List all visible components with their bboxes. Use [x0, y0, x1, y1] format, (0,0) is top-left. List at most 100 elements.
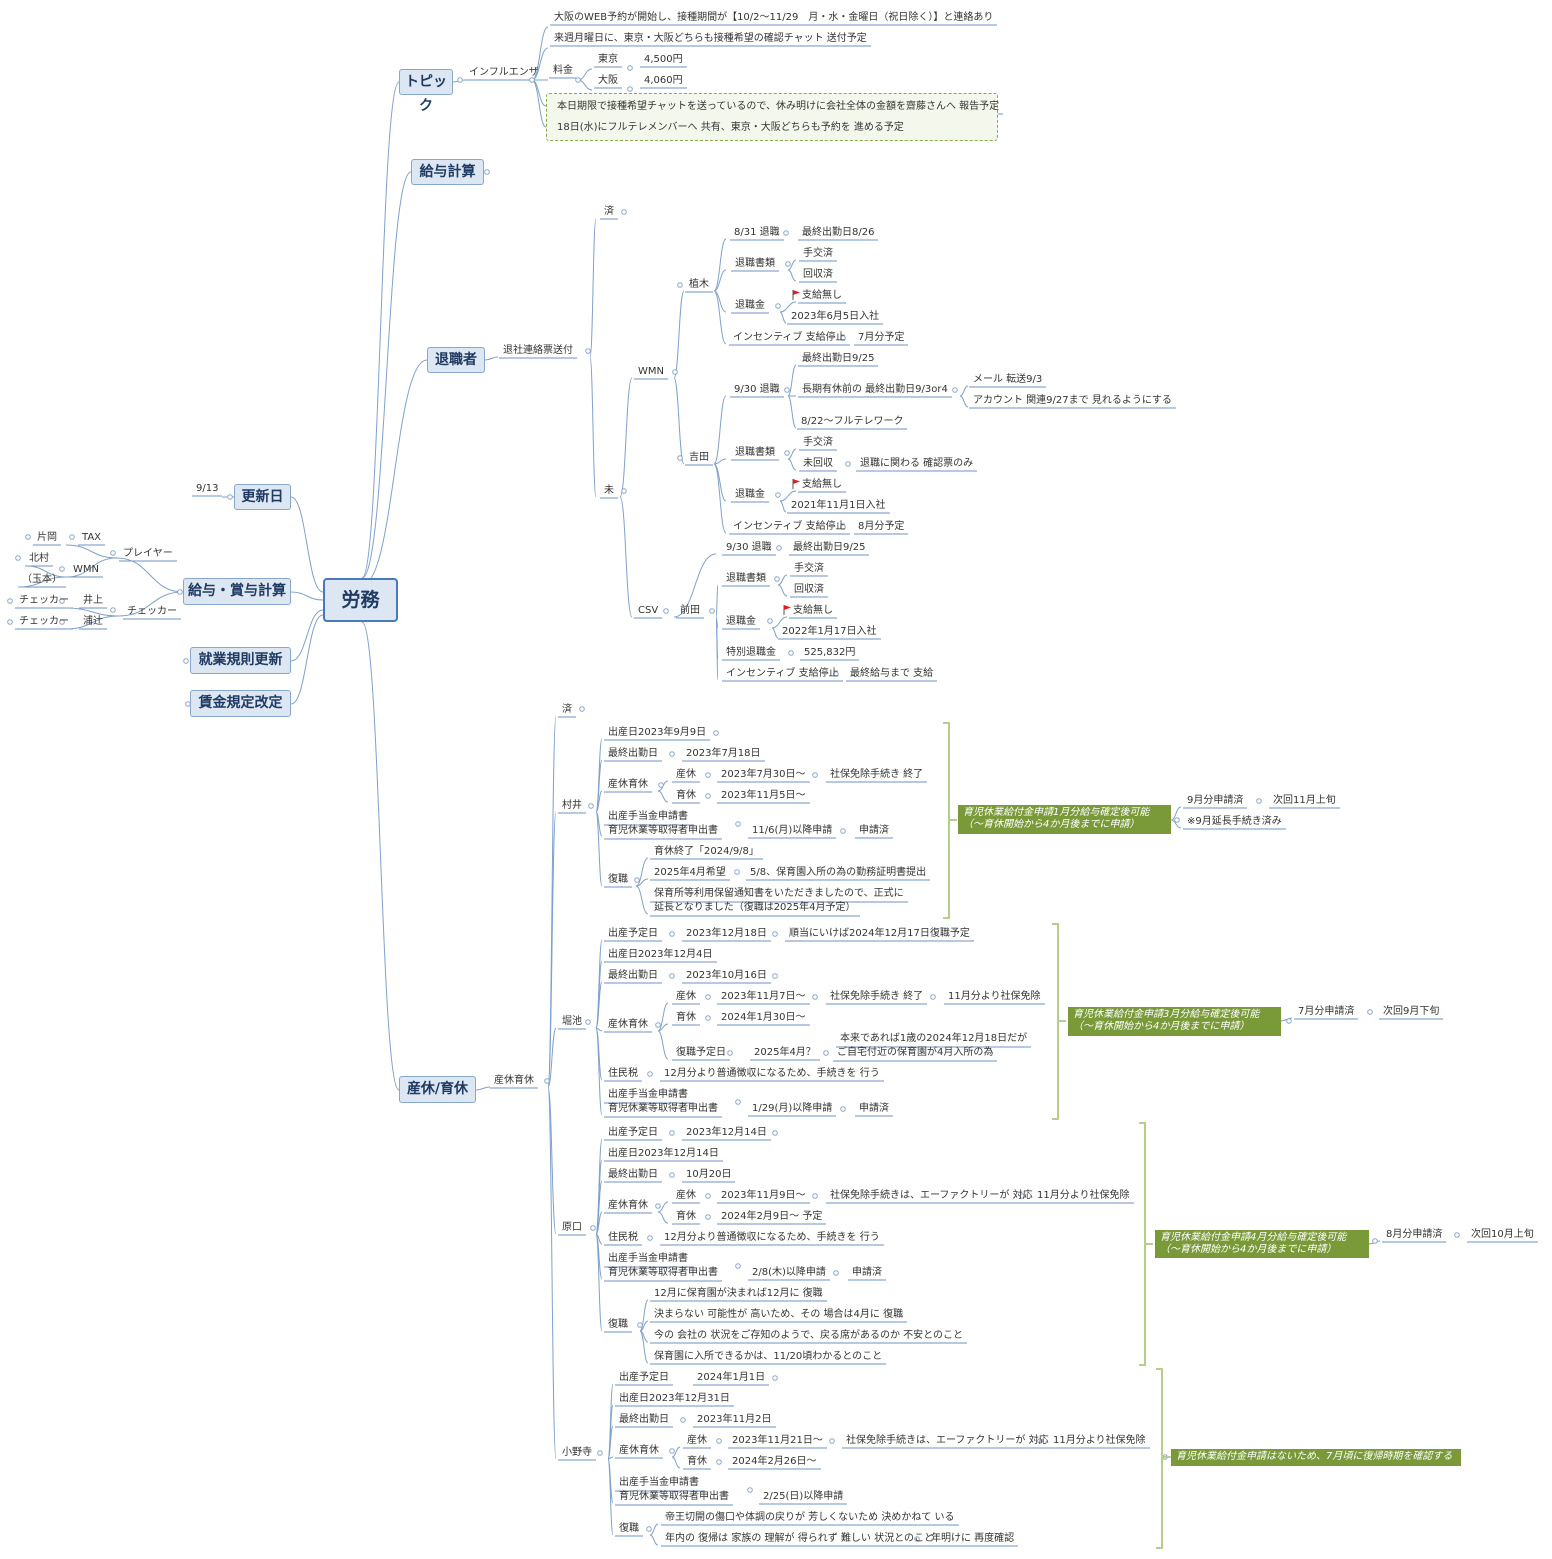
person-maeda[interactable]: 前田: [680, 605, 700, 616]
sankyu-node[interactable]: 産休/育休: [399, 1076, 476, 1103]
tokyo-price-label[interactable]: 4,500円: [644, 54, 683, 65]
murai-c-c[interactable]: ※9月延長手続き済み: [1187, 816, 1282, 827]
central-topic[interactable]: 労務: [323, 578, 398, 622]
collapse-toggle-icon[interactable]: [634, 877, 640, 883]
collapse-toggle-icon[interactable]: [705, 793, 711, 799]
collapse-toggle-icon[interactable]: [544, 1078, 550, 1084]
haraguchi-f3[interactable]: 今の 会社の 状況をご存知のようで、戻る席があるのか 不安とのこと: [654, 1330, 964, 1341]
collapse-toggle-icon[interactable]: [840, 524, 846, 530]
collapse-toggle-icon[interactable]: [627, 86, 633, 92]
collapse-toggle-icon[interactable]: [669, 1130, 675, 1136]
murai-f3b[interactable]: 延長となりました（復職は2025年4月予定）: [654, 902, 856, 913]
onodera-san-11[interactable]: 11月分より社保免除: [1053, 1435, 1146, 1446]
horiike-yotei-value[interactable]: 2023年12月18日: [686, 928, 767, 939]
horiike-san-11[interactable]: 11月分より社保免除: [948, 991, 1041, 1002]
tamamoto-label[interactable]: （玉本）: [22, 574, 62, 585]
haraguchi-jumin-value[interactable]: 12月分より普通徴収になるため、手続きを 行う: [664, 1232, 880, 1243]
checker-2-label[interactable]: チェッカー: [19, 616, 69, 627]
haraguchi-san-11[interactable]: 11月分より社保免除: [1037, 1190, 1130, 1201]
collapse-toggle-icon[interactable]: [716, 1459, 722, 1465]
topic-node[interactable]: トピック: [399, 69, 453, 114]
collapse-toggle-icon[interactable]: [658, 782, 664, 788]
murai-saishu-value[interactable]: 2023年7月18日: [686, 748, 761, 759]
horiike-shussan[interactable]: 出産日2023年12月4日: [608, 949, 713, 960]
collapse-toggle-icon[interactable]: [784, 450, 790, 456]
haraguchi-saishu-value[interactable]: 10月20日: [686, 1169, 732, 1180]
ueki-incentive-value[interactable]: 7月分予定: [858, 332, 905, 343]
haraguchi-shussan[interactable]: 出産日2023年12月14日: [608, 1148, 719, 1159]
collapse-toggle-icon[interactable]: [783, 230, 789, 236]
collapse-toggle-icon[interactable]: [735, 1263, 741, 1269]
haraguchi-c-a[interactable]: 8月分申請済: [1386, 1229, 1443, 1240]
murai-fukushoku[interactable]: 復職: [608, 874, 628, 885]
horiike-fuku-value[interactable]: 2025年4月？: [754, 1047, 816, 1058]
collapse-toggle-icon[interactable]: [776, 545, 782, 551]
horiike-sankyu[interactable]: 産休育休: [608, 1019, 648, 1030]
horiike-fuku[interactable]: 復職予定日: [676, 1047, 726, 1058]
tax-label[interactable]: TAX: [82, 532, 102, 543]
person-ueki[interactable]: 植木: [689, 279, 709, 290]
topic-note-2[interactable]: 18日(水)にフルテレメンバーへ 共有、東京・大阪どちらも予約を 進める予定: [557, 122, 904, 133]
collapse-toggle-icon[interactable]: [655, 1022, 661, 1028]
ueki-tekou[interactable]: 手交済: [803, 248, 833, 259]
horiike-shinsei-sumi[interactable]: 申請済: [859, 1103, 889, 1114]
murai-sankyu[interactable]: 産休育休: [608, 779, 648, 790]
collapse-toggle-icon[interactable]: [457, 77, 463, 83]
yoshida-choki[interactable]: 長期有休前の 最終出勤日9/3or4: [802, 384, 948, 395]
murai-f2b[interactable]: 5/8、保育園入所の為の勤務証明書提出: [750, 867, 927, 878]
collapse-toggle-icon[interactable]: [1372, 1238, 1378, 1244]
person-onodera[interactable]: 小野寺: [562, 1447, 592, 1458]
onodera-iku-value[interactable]: 2024年2月26日〜: [732, 1456, 817, 1467]
haraguchi-jumin[interactable]: 住民税: [608, 1232, 638, 1243]
uratsuji-label[interactable]: 浦辻: [83, 616, 103, 627]
collapse-toggle-icon[interactable]: [680, 1417, 686, 1423]
maeda-tokubetsu[interactable]: 特別退職金: [726, 647, 776, 658]
yoshida-nyusha[interactable]: 2021年11月1日入社: [791, 500, 886, 511]
maeda-taishoku[interactable]: 9/30 退職: [726, 542, 772, 553]
haraguchi-c-b[interactable]: 次回10月上旬: [1471, 1229, 1534, 1240]
collapse-toggle-icon[interactable]: [590, 1225, 596, 1231]
collapse-toggle-icon[interactable]: [1019, 1193, 1025, 1199]
collapse-toggle-icon[interactable]: [585, 348, 591, 354]
ueki-kin[interactable]: 退職金: [735, 300, 765, 311]
horiike-shinsei-value[interactable]: 1/29(月)以降申請: [752, 1103, 833, 1114]
haraguchi-shinsei-1[interactable]: 出産手当金申請書: [608, 1253, 688, 1264]
murai-san[interactable]: 産休: [676, 769, 696, 780]
taishoku-mi[interactable]: 未: [604, 485, 614, 496]
murai-iku[interactable]: 育休: [676, 790, 696, 801]
haraguchi-iku-value[interactable]: 2024年2月9日〜 予定: [721, 1211, 823, 1222]
collapse-toggle-icon[interactable]: [784, 387, 790, 393]
collapse-toggle-icon[interactable]: [727, 1050, 733, 1056]
yoshida-incentive-value[interactable]: 8月分予定: [858, 521, 905, 532]
collapse-toggle-icon[interactable]: [785, 261, 791, 267]
topic-note-1[interactable]: 本日期限で接種希望チャットを送っているので、休み明けに会社全体の金額を齋藤さんへ…: [557, 101, 1000, 112]
onodera-yotei[interactable]: 出産予定日: [619, 1372, 669, 1383]
osaka-label[interactable]: 大阪: [598, 75, 618, 86]
yoshida-mikaishu[interactable]: 未回収: [803, 458, 833, 469]
collapse-toggle-icon[interactable]: [529, 77, 535, 83]
maeda-kaishu[interactable]: 回収済: [794, 584, 824, 595]
taishoku-csv[interactable]: CSV: [638, 605, 659, 616]
inoue-label[interactable]: 井上: [83, 595, 103, 606]
collapse-toggle-icon[interactable]: [772, 973, 778, 979]
onodera-f2b[interactable]: 年明けに 再度確認: [931, 1533, 1015, 1544]
collapse-toggle-icon[interactable]: [713, 730, 719, 736]
ueki-taishoku[interactable]: 8/31 退職: [734, 227, 780, 238]
onodera-yotei-value[interactable]: 2024年1月1日: [697, 1372, 766, 1383]
collapse-toggle-icon[interactable]: [663, 608, 669, 614]
collapse-toggle-icon[interactable]: [7, 598, 13, 604]
collapse-toggle-icon[interactable]: [829, 1438, 835, 1444]
haraguchi-callout[interactable]: 育児休業給付金申請4月分給与確定後可能（〜育休開始から4か月後までに申請）: [1155, 1230, 1369, 1258]
collapse-toggle-icon[interactable]: [597, 1450, 603, 1456]
ryokin-label[interactable]: 料金: [553, 65, 573, 76]
wmn-label[interactable]: WMN: [73, 564, 99, 575]
murai-f3a[interactable]: 保育所等利用保留通知書をいただきましたので、正式に: [654, 888, 904, 899]
collapse-toggle-icon[interactable]: [227, 494, 233, 500]
collapse-toggle-icon[interactable]: [1367, 1009, 1373, 1015]
collapse-toggle-icon[interactable]: [669, 973, 675, 979]
maeda-nyusha[interactable]: 2022年1月17日入社: [782, 626, 877, 637]
person-murai[interactable]: 村井: [562, 800, 582, 811]
sankyu-branch[interactable]: 産休育休: [494, 1075, 534, 1086]
koushin-date[interactable]: 9/13: [196, 483, 219, 494]
haraguchi-shinsei-value[interactable]: 2/8(木)以降申請: [752, 1267, 826, 1278]
